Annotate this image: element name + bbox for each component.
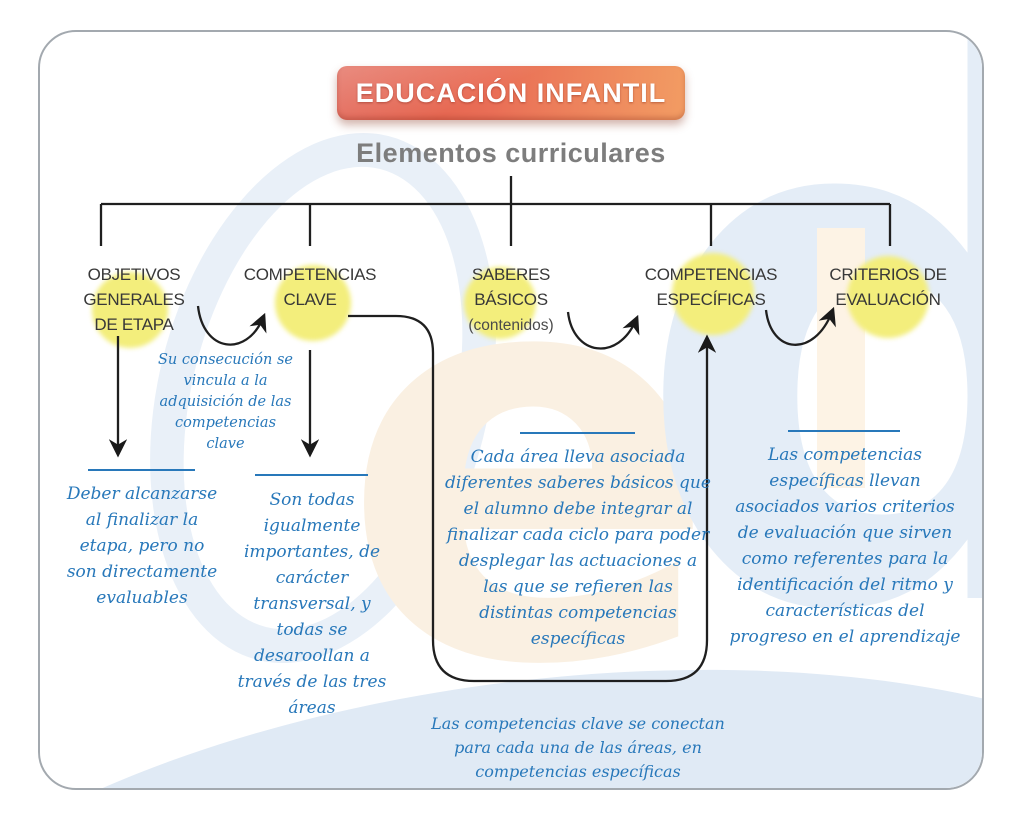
arc-especificas-to-criterios: [764, 306, 836, 346]
highlight-circle-basicos: [464, 267, 536, 339]
note-connector-bottom: Las competencias clave se conectan para …: [431, 714, 725, 781]
title-banner: EDUCACIÓN INFANTIL: [337, 66, 685, 120]
watermark-letter-e: e: [340, 136, 720, 788]
note-clave: Son todas igualmente importantes, de car…: [237, 490, 387, 718]
branch-header-basicos: SABERES BÁSICOS (contenidos): [436, 262, 586, 338]
highlight-circle-criterios: [847, 256, 929, 338]
highlight-circle-especificas: [672, 253, 754, 335]
branch-header-especificas: COMPETENCIAS ESPECÍFICAS: [644, 265, 778, 309]
branch-header-clave: COMPETENCIAS CLAVE: [243, 265, 377, 309]
branch-header-criterios: CRITERIOS DE EVALUACIÓN: [829, 265, 947, 309]
branch-header-objetivos: OBJETIVOS GENERALES DE ETAPA: [83, 265, 185, 334]
annotation-clave: Su consecución se vincula a la adquisici…: [158, 352, 294, 452]
branch-header-basicos-sublabel: (contenidos): [468, 317, 554, 334]
title-text: EDUCACIÓN INFANTIL: [355, 77, 667, 108]
highlight-circle-clave: [275, 265, 351, 341]
subtitle-text: Elementos curriculares: [356, 138, 666, 168]
u-connector-clave-to-especificas: [348, 314, 717, 683]
note-objetivos: Deber alcanzarse al finalizar la etapa, …: [66, 484, 218, 608]
arc-basicos-to-especificas: [566, 311, 640, 350]
note-criterios: Las competencias específicas llevan asoc…: [729, 445, 961, 647]
highlight-circle-objetivos: [92, 272, 168, 348]
note-basicos: Cada área lleva asociada diferentes sabe…: [445, 447, 711, 649]
watermark-letter-d: d: [630, 32, 982, 712]
branch-header-basicos-label: SABERES BÁSICOS: [471, 265, 551, 309]
arc-objetivos-to-clave: [196, 305, 267, 346]
